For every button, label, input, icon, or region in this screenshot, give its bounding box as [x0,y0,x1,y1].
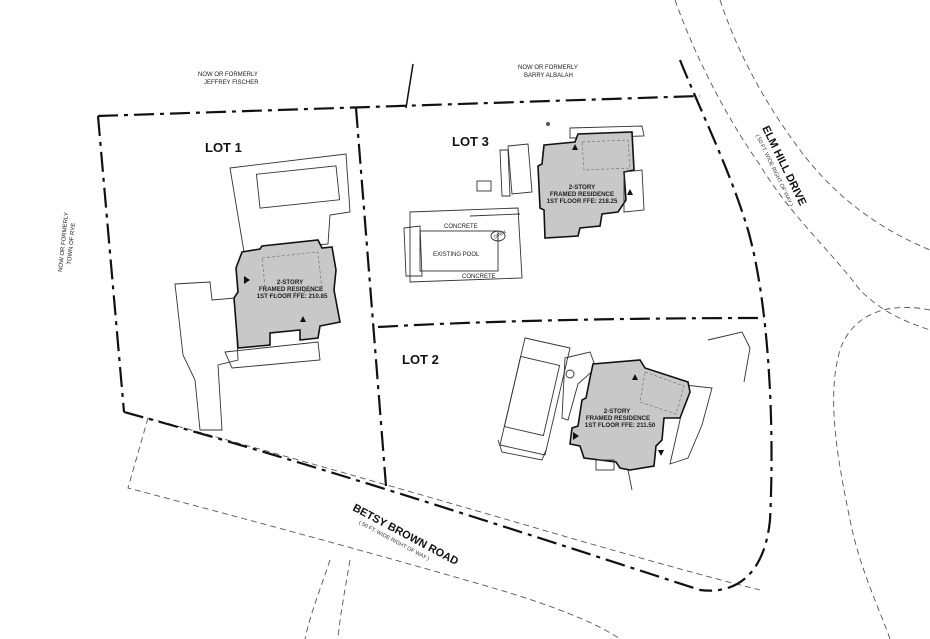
neighbor-nw-line1: NOW OR FORMERLY [198,72,258,78]
lot1-residence-line3: 1ST FLOOR FFE: 210.85 [257,293,328,300]
lot3-house [537,131,635,239]
pool-tag-label: OPEN [493,229,507,240]
property-boundaries [96,59,773,592]
lot2-house [569,359,691,471]
west-boundary [96,115,126,413]
lot2-lot3-line [377,316,765,329]
lot2-residence-line1: 2-STORY [604,408,631,415]
neighbor-lines [405,63,414,109]
lot3-improvements [403,125,645,283]
concrete-bottom-label: CONCRETE [462,274,496,280]
betsy-brown-road-label: BETSY BROWN ROAD [351,502,461,568]
survey-marker [546,122,550,126]
lot2-improvements [497,331,751,491]
lot1-improvements [174,153,351,431]
lot3-residence-line1: 2-STORY [569,184,596,191]
lot1-residence-line2: FRAMED RESIDENCE [259,286,323,293]
neighbor-w-line2: TOWN OF RYE [67,223,77,266]
neighbor-ne-line1: NOW OR FORMERLY [518,65,578,71]
east-boundary [678,59,773,592]
lot3-residence-line3: 1ST FLOOR FFE: 218.25 [547,198,618,205]
concrete-top-label: CONCRETE [444,224,478,230]
labels: LOT 1 LOT 2 LOT 3 NOW OR FORMERLY JEFFRE… [58,65,808,568]
north-boundary [97,94,701,118]
lot1-residence-line1: 2-STORY [277,279,304,286]
south-boundary [123,410,701,592]
lot2-residence-line3: 1ST FLOOR FFE: 211.50 [585,422,656,429]
lot1-lot3-line [354,107,388,487]
lot3-label: LOT 3 [452,134,489,149]
lot1-house [233,239,341,349]
neighbor-ne-line2: BARRY ALBALAH [524,73,573,79]
lot2-label: LOT 2 [402,352,439,367]
lot3-residence-line2: FRAMED RESIDENCE [550,191,614,198]
lot1-label: LOT 1 [205,140,242,155]
neighbor-nw-line2: JEFFREY FISCHER [204,80,259,86]
lot2-residence-line2: FRAMED RESIDENCE [586,415,650,422]
pool-label: EXISTING POOL [433,252,480,258]
road-lines [127,0,930,639]
